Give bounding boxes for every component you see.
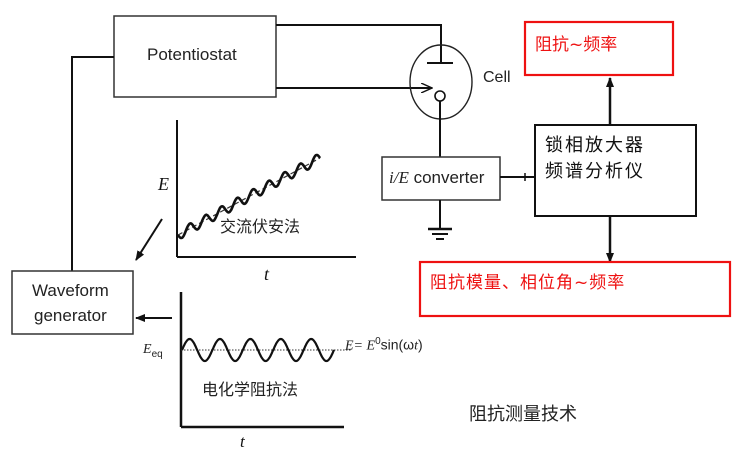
cell-working-electrode [434,90,446,102]
cell-label: Cell [483,69,511,86]
converter-suffix: converter [408,168,485,187]
lower-plot-xlabel: t [240,432,245,451]
upper-plot-method: 交流伏安法 [220,217,301,236]
lower-plot-method: 电化学阻抗法 [202,380,299,399]
equation-t: t [414,338,419,354]
lockin-box [534,124,697,217]
waveform-label-line2: generator [34,306,107,325]
lockin-label-line2: 频谱分析仪 [545,161,645,182]
lower-plot-ylabel-sub: eq [151,348,163,360]
output-modulus-box [418,260,732,318]
potentiostat-label: Potentiostat [147,45,237,64]
arrow-ac-voltammetry-to-generator [135,218,163,261]
output-impedance-label: 阻抗~频率 [535,35,618,55]
equation-rhs: sin(ω [380,336,415,353]
equation-lhs: E= E [345,338,376,354]
ground-icon [428,227,452,240]
equation-close: ) [418,336,423,353]
waveform-label-line1: Waveform [32,281,109,300]
lower-plot-sine-wave [181,337,335,363]
lockin-label-line1: 锁相放大器 [545,135,645,156]
equation-sup: 0 [375,336,381,347]
wire-potentiostat-to-waveform [71,56,114,271]
converter-prefix: i/E [389,168,409,187]
lower-plot-equation: E= E0sin(ωt) [345,336,423,355]
output-impedance-box [523,20,675,77]
output-modulus-label: 阻抗模量、相位角~频率 [430,273,626,293]
upper-plot-xlabel: t [264,264,270,284]
lower-plot-ylabel: Eeq [143,340,163,360]
wire-potentiostat-to-cell-top [276,24,442,57]
upper-plot-ylabel: E [158,174,169,194]
upper-plot-ac-ramp-wave [176,153,322,240]
waveform-generator-box [11,270,134,335]
lower-plot-ylabel-main: E [143,342,152,357]
diagram-caption: 阻抗测量技术 [469,404,577,425]
converter-label: i/E converter [389,168,484,188]
